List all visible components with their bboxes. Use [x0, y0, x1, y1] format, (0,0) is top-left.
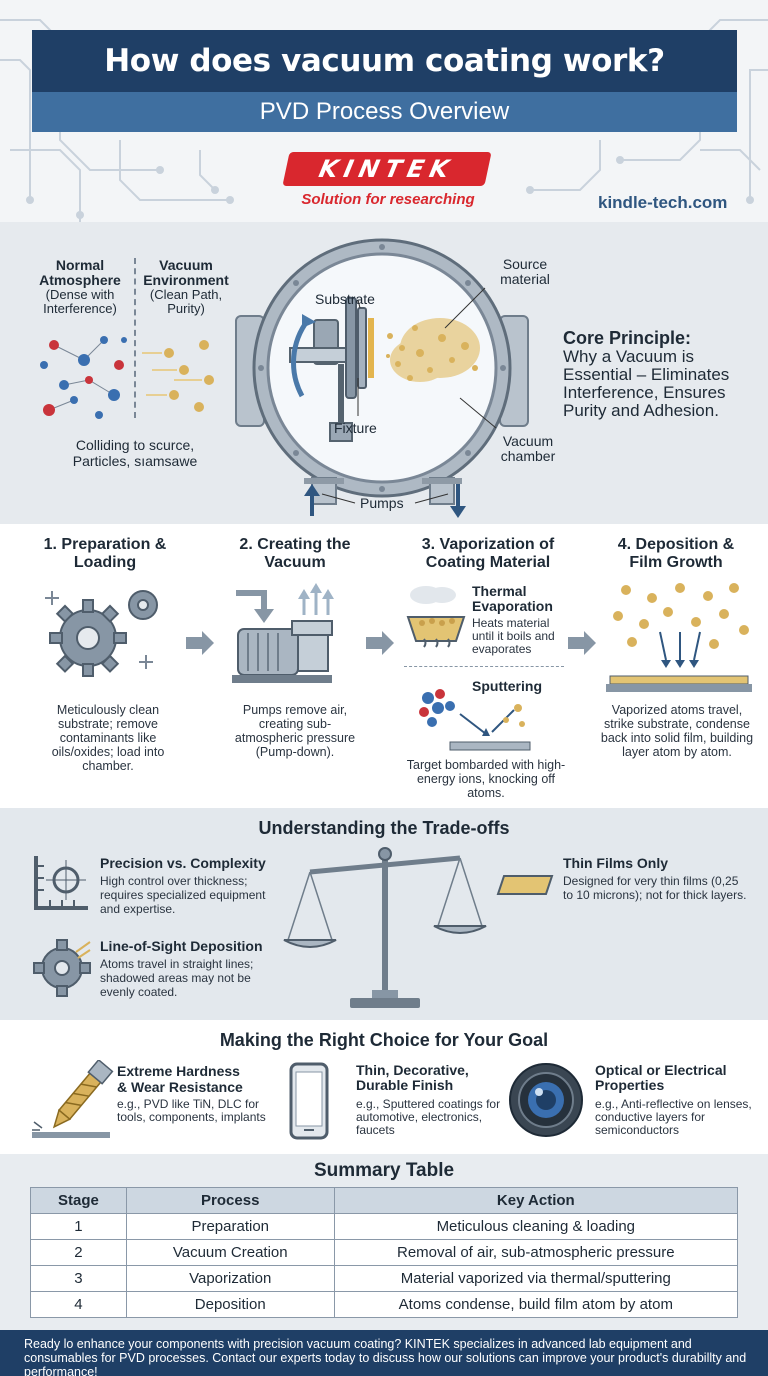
divider [134, 258, 136, 418]
summary-table: Stage Process Key Action 1 Preparation M… [30, 1187, 739, 1318]
core-principle-text: Why a Vacuum is Essential – Eliminates I… [563, 347, 730, 420]
ruler-caliper-icon [34, 856, 88, 910]
tradeoff-3-title: Thin Films Only [563, 855, 669, 871]
table-cell: 1 [30, 1213, 127, 1240]
core-principle-title: Core Principle: [563, 328, 692, 348]
table-cell: Vacuum Creation [125, 1239, 335, 1266]
process-steps-section [0, 524, 768, 808]
camera-lens-icon [509, 1063, 583, 1137]
column-header: Key Action [333, 1187, 739, 1214]
step-4-title: 4. Deposition &Film Growth [617, 536, 735, 571]
table-row: 3 Vaporization Material vaporized via th… [30, 1265, 739, 1292]
arrow-right-icon [366, 631, 394, 655]
table-cell: 3 [30, 1265, 127, 1292]
choice-1-title: Extreme Hardness& Wear Resistance [117, 1063, 243, 1095]
particle-illustration [40, 336, 214, 419]
subtitle-banner: PVD Process Overview [32, 92, 737, 132]
substrate-label: Substrate [315, 291, 375, 307]
gears-icon [45, 590, 158, 677]
title-banner: How does vacuum coating work? [32, 30, 737, 92]
tradeoffs-title: Understanding the Trade-offs [258, 818, 510, 838]
thermal-evaporation-desc: Heats material until it boils and evapor… [472, 616, 555, 656]
fixture-label: Fixture [334, 420, 377, 436]
particles-caption: Colliding to scurce,Particles, sıamsawe [72, 437, 198, 469]
table-cell: Preparation [125, 1213, 335, 1240]
table-row: 4 Deposition Atoms condense, build film … [30, 1291, 739, 1318]
arrow-right-icon [186, 631, 214, 655]
page-title: How does vacuum coating work? [104, 43, 665, 79]
step-1-title: 1. Preparation &Loading [43, 536, 167, 571]
table-cell: 4 [30, 1291, 127, 1318]
table-row: 2 Vacuum Creation Removal of air, sub-at… [30, 1239, 739, 1266]
step-1-desc: Meticulously clean substrate; remove con… [51, 703, 165, 773]
logo-text: KINTEK [316, 155, 458, 183]
table-cell: Removal of air, sub-atmospheric pressure [333, 1239, 739, 1266]
tradeoff-3-desc: Designed for very thin films (0,25 to 10… [563, 874, 747, 902]
choice-section [0, 1020, 768, 1154]
summary-title: Summary Table [313, 1160, 455, 1181]
table-cell: 2 [30, 1239, 127, 1266]
page-subtitle: PVD Process Overview [259, 98, 510, 125]
tradeoff-1-title: Precision vs. Complexity [100, 855, 266, 871]
divider [404, 666, 564, 667]
sputtering-title: Sputtering [472, 678, 542, 694]
step-4-desc: Vaporized atoms travel, strike substrate… [600, 703, 754, 759]
table-cell: Vaporization [125, 1265, 335, 1292]
tradeoff-2-desc: Atoms travel in straight lines; shadowed… [100, 957, 254, 999]
drill-bit-icon [32, 1060, 114, 1138]
thermal-evaporation-icon [406, 586, 466, 648]
footer-cta: Ready lo enhance your components with pr… [0, 1330, 768, 1376]
sputtering-icon [419, 689, 531, 751]
smartphone-icon [289, 1062, 329, 1140]
tradeoff-1-desc: High control over thickness; requires sp… [100, 874, 266, 916]
arrow-right-icon [568, 631, 596, 655]
choice-1-desc: e.g., PVD like TiN, DLC for tools, compo… [117, 1097, 266, 1124]
deposition-icon [606, 583, 752, 692]
step-2-desc: Pumps remove air, creating sub-atmospher… [234, 703, 356, 759]
table-cell: Deposition [125, 1291, 335, 1318]
table-header-row: Stage Process Key Action [30, 1187, 739, 1214]
tradeoff-2-title: Line-of-Sight Deposition [100, 938, 263, 954]
thin-film-icon [496, 875, 554, 895]
logo-tagline: Solution for researching [301, 191, 475, 208]
kintek-logo[interactable]: KINTEK [282, 152, 492, 186]
pumps-label: Pumps [360, 495, 404, 511]
header: How does vacuum coating work? PVD Proces… [0, 0, 768, 222]
balance-scale-icon [283, 847, 487, 1008]
column-header: Stage [30, 1187, 127, 1214]
choice-3-desc: e.g., Anti-reflective on lenses, conduct… [595, 1097, 752, 1137]
table-cell: Material vaporized via thermal/sputterin… [333, 1265, 739, 1292]
site-url-link[interactable]: kindle-tech.com [598, 193, 728, 212]
vacuum-chamber-diagram [235, 238, 529, 518]
column-header: Process [125, 1187, 335, 1214]
table-cell: Atoms condense, build film atom by atom [333, 1291, 739, 1318]
choice-2-title: Thin, Decorative,Durable Finish [356, 1062, 469, 1093]
choice-title: Making the Right Choice for Your Goal [219, 1030, 549, 1050]
gear-icon [33, 939, 91, 997]
table-cell: Meticulous cleaning & loading [333, 1213, 739, 1240]
table-row: 1 Preparation Meticulous cleaning & load… [30, 1213, 739, 1240]
step-3-desc: Target bombarded with high-energy ions, … [406, 758, 566, 800]
choice-2-desc: e.g., Sputtered coatings for automotive,… [356, 1097, 501, 1137]
vacuum-pump-icon [232, 583, 334, 683]
